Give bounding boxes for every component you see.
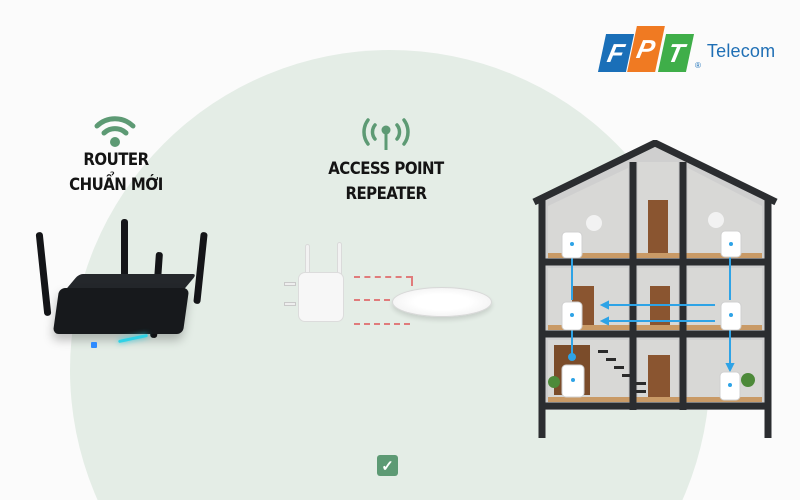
connection-dash-bottom	[354, 323, 410, 325]
router-title: ROUTER CHUẨN MỚI	[63, 148, 169, 198]
mesh-house-illustration	[532, 140, 778, 438]
access-point-title: ACCESS POINT REPEATER	[307, 157, 465, 207]
router-antenna	[121, 219, 128, 289]
connection-dash-top	[354, 276, 412, 278]
router-title-line1: ROUTER	[83, 150, 149, 170]
plug-pin	[284, 282, 296, 286]
ceiling-access-point	[392, 287, 492, 317]
router-status-led	[91, 342, 97, 348]
router-title-line2: CHUẨN MỚI	[69, 175, 163, 195]
antenna-broadcast-icon	[362, 118, 410, 150]
access-point-title-line1: ACCESS POINT	[328, 159, 444, 179]
registered-mark: ®	[695, 61, 701, 70]
connection-dash-drop	[411, 276, 413, 286]
brand-name: Telecom	[706, 41, 776, 61]
router-body	[52, 288, 190, 334]
access-point-title-line2: REPEATER	[345, 184, 427, 204]
connection-dash-middle	[354, 299, 390, 301]
check-glyph: ✓	[381, 457, 394, 475]
checkbox-checked-icon: ✓	[377, 455, 398, 476]
plug-pin	[284, 302, 296, 306]
repeater-body	[298, 272, 344, 322]
fpt-telecom-logo: F P T ® Telecom	[597, 26, 776, 72]
logo-letter-t: T	[657, 34, 695, 72]
router-antenna	[35, 231, 52, 317]
wifi-icon	[94, 116, 136, 147]
